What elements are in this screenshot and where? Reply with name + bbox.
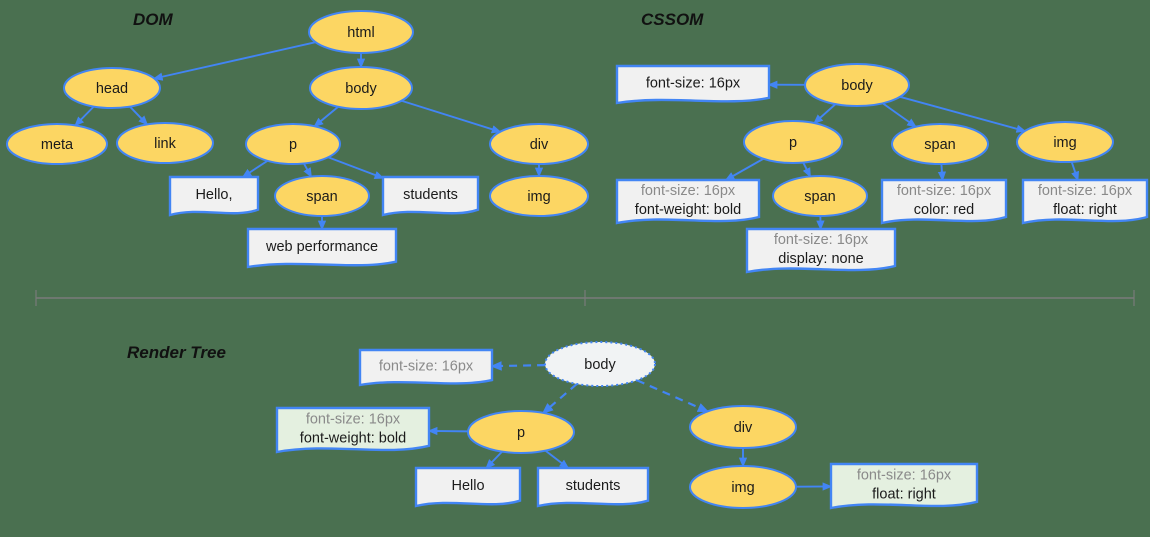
edge-cssom-c-img-to-c-box-img [1070,161,1080,182]
box-cssom-c-box-img[interactable] [1021,178,1149,225]
box-label-r-box-img-1: float: right [872,486,936,502]
section-title-render-tree: Render Tree [127,343,226,362]
node-label-r-div: div [734,420,753,436]
box-render_tree-r-students[interactable] [536,466,650,508]
box-cssom-c-box-p[interactable] [615,178,761,225]
node-label-c-body: body [841,78,873,94]
box-label-r-hello-0: Hello [451,478,484,494]
node-label-c-p: p [789,135,797,151]
edge-cssom-c-p-to-c-box-p [724,157,764,181]
box-label-r-box-body-0: font-size: 16px [379,358,474,374]
box-render_tree-r-hello[interactable] [414,466,522,508]
box-label-c-box-body-0: font-size: 16px [646,75,741,91]
box-label-c-box-p-1: font-weight: bold [635,202,741,218]
section-divider [35,290,1135,306]
node-label-r-img: img [731,480,754,496]
edge-render_tree-r-body-to-r-div [636,379,710,413]
edge-render_tree-r-p-to-r-hello [485,450,503,470]
node-label-r-p: p [517,425,525,441]
edge-render_tree-r-body-to-r-box-body [490,361,546,371]
node-dom-p[interactable] [245,123,341,165]
box-dom-hello[interactable] [168,175,260,217]
box-label-webperf-0: web performance [265,239,378,255]
node-label-p: p [289,137,297,153]
edge-dom-p-to-span [303,162,312,178]
node-dom-img[interactable] [489,175,589,217]
section-title-cssom: CSSOM [641,10,704,29]
node-label-meta: meta [41,137,74,153]
edge-dom-body-to-p [313,106,339,128]
node-dom-span[interactable] [274,175,370,217]
edge-cssom-c-span1-to-c-box-span1 [937,163,947,182]
box-label-c-box-span2-0: font-size: 16px [774,232,869,248]
node-render_tree-r-img[interactable] [689,465,797,509]
box-label-c-box-span2-1: display: none [778,251,863,267]
box-label-c-box-span1-1: color: red [914,202,974,218]
node-dom-link[interactable] [116,122,214,164]
box-label-c-box-p-0: font-size: 16px [641,183,736,199]
edge-render_tree-r-body-to-r-p [541,383,578,415]
box-cssom-c-box-span2[interactable] [745,227,897,274]
node-label-body: body [345,81,377,97]
node-label-c-span2: span [804,189,835,205]
box-label-hello-0: Hello, [195,187,232,203]
node-render_tree-r-p[interactable] [467,410,575,454]
box-label-r-box-p-0: font-size: 16px [306,411,401,427]
edge-dom-html-to-head [152,41,316,81]
box-render_tree-r-box-body[interactable] [358,348,494,387]
node-label-link: link [154,136,177,152]
node-label-r-body: body [584,357,616,373]
node-label-c-span1: span [924,137,955,153]
edge-dom-head-to-link [129,105,149,126]
node-dom-head[interactable] [63,67,161,109]
node-label-div: div [530,137,549,153]
node-label-img: img [527,189,550,205]
node-cssom-c-img[interactable] [1016,121,1114,163]
box-label-c-box-img-0: font-size: 16px [1038,183,1133,199]
edge-render_tree-r-p-to-r-students [544,449,570,469]
box-dom-webperf[interactable] [246,227,398,269]
box-label-students-0: students [403,187,458,203]
edge-cssom-c-p-to-c-span2 [802,162,812,178]
edge-dom-body-to-div [401,99,502,134]
box-label-c-box-span1-0: font-size: 16px [897,183,992,199]
node-render_tree-r-div[interactable] [689,405,797,449]
section-title-dom: DOM [133,10,174,29]
edge-cssom-c-body-to-c-span1 [882,102,917,128]
node-cssom-c-span1[interactable] [891,123,989,165]
node-cssom-c-body[interactable] [804,63,910,107]
node-dom-meta[interactable] [6,123,108,165]
node-cssom-c-p[interactable] [743,120,843,164]
edge-cssom-c-body-to-c-p [813,103,837,125]
box-label-r-box-p-1: font-weight: bold [300,430,406,446]
box-label-r-students-0: students [566,478,621,494]
node-render_tree-r-body[interactable] [544,341,656,387]
node-cssom-c-span2[interactable] [772,175,868,217]
node-label-head: head [96,81,128,97]
box-label-r-box-img-0: font-size: 16px [857,467,952,483]
node-dom-div[interactable] [489,123,589,165]
box-label-c-box-img-1: float: right [1053,202,1117,218]
edge-dom-p-to-hello [241,160,269,178]
edge-dom-p-to-students [327,156,385,179]
node-label-span: span [306,189,337,205]
box-cssom-c-box-body[interactable] [615,64,771,105]
node-dom-body[interactable] [309,66,413,110]
edge-layer [74,41,1080,491]
node-label-html: html [347,25,374,41]
box-render_tree-r-box-p[interactable] [275,406,431,454]
node-dom-html[interactable] [308,10,414,54]
box-render_tree-r-box-img[interactable] [829,462,979,510]
box-dom-students[interactable] [381,175,480,217]
edge-dom-head-to-meta [74,105,95,127]
shape-layer [6,10,1149,510]
node-label-c-img: img [1053,135,1076,151]
box-cssom-c-box-span1[interactable] [880,178,1008,225]
edge-cssom-c-body-to-c-img [899,95,1027,133]
